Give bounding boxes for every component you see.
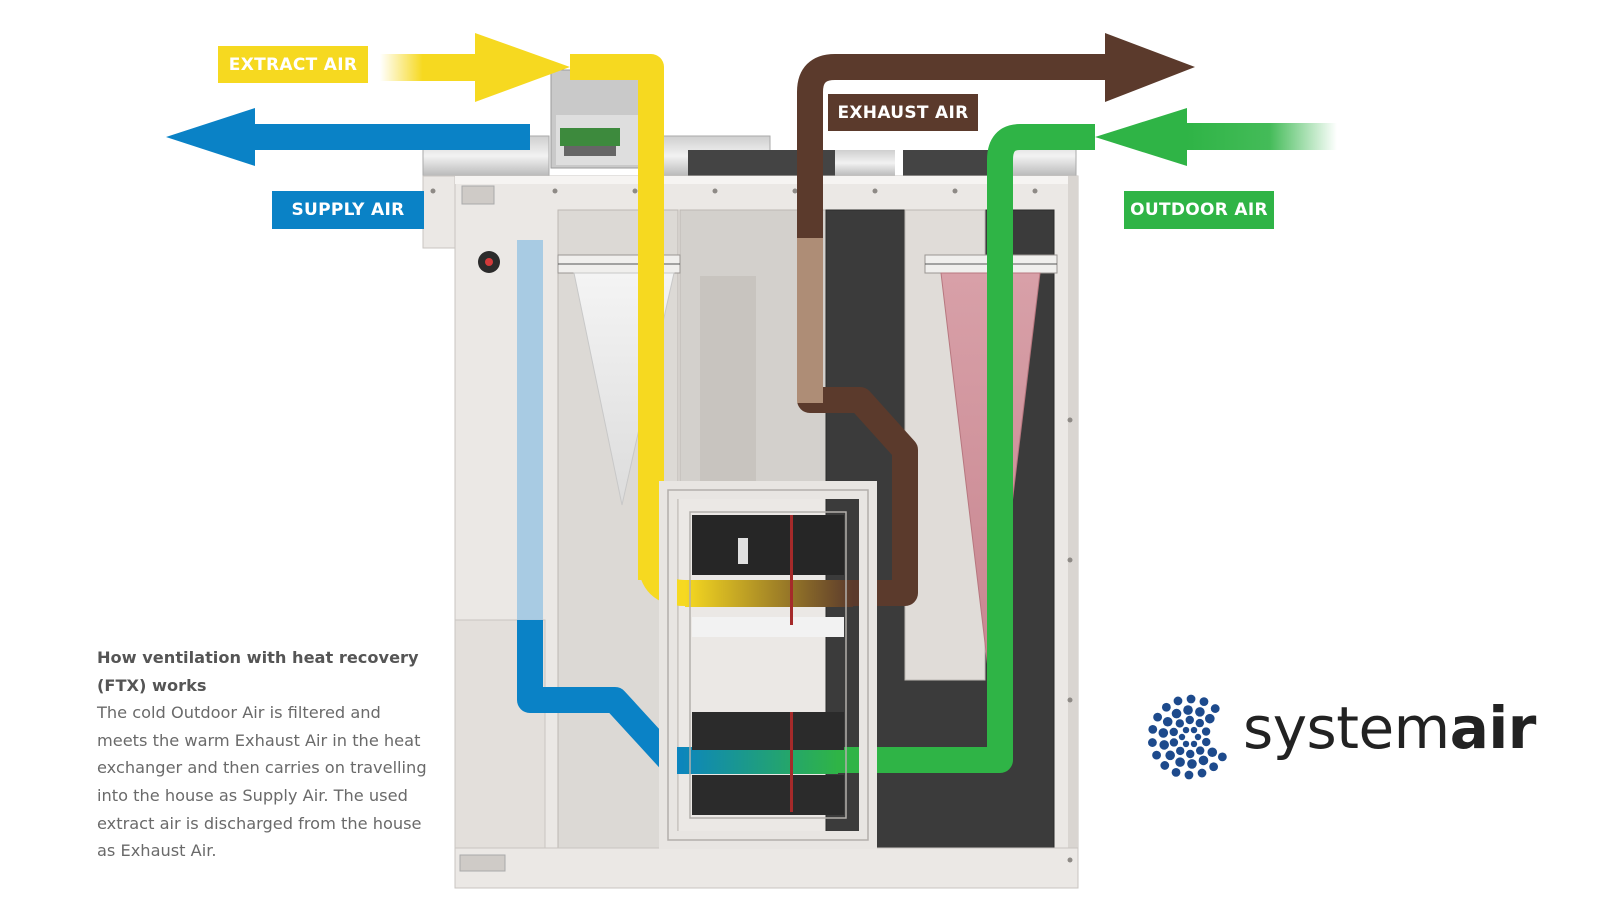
logo-dot bbox=[1148, 724, 1158, 734]
logo-dot bbox=[1176, 746, 1185, 756]
logo-dot bbox=[1195, 746, 1205, 755]
logo-dot bbox=[1202, 737, 1211, 747]
brand-name-light: system bbox=[1243, 694, 1450, 762]
systemair-dots-logo bbox=[1148, 694, 1227, 780]
logo-dot bbox=[1195, 718, 1204, 728]
logo-dot bbox=[1148, 738, 1157, 747]
logo-dot bbox=[1173, 696, 1183, 706]
logo-dot bbox=[1158, 728, 1169, 738]
logo-dot bbox=[1195, 707, 1205, 717]
logo-dot bbox=[1199, 697, 1209, 707]
logo-dot bbox=[1205, 713, 1215, 724]
logo-dot bbox=[1159, 740, 1169, 750]
logo-dot bbox=[1169, 738, 1179, 747]
brand-name-bold: air bbox=[1449, 694, 1537, 762]
heat-exchanger-icon bbox=[659, 481, 877, 849]
logo-dot bbox=[1187, 759, 1197, 769]
logo-dot bbox=[1153, 712, 1163, 722]
logo-dot bbox=[1171, 708, 1182, 719]
logo-dot bbox=[1190, 726, 1198, 734]
logo-dot bbox=[1185, 715, 1194, 725]
outdoor-air-path bbox=[838, 108, 1337, 773]
logo-dot bbox=[1190, 740, 1198, 748]
logo-dot bbox=[1201, 727, 1211, 736]
outdoor-air-label: OUTDOOR AIR bbox=[1124, 191, 1274, 229]
logo-dot bbox=[1169, 727, 1178, 737]
extract-air-label: EXTRACT AIR bbox=[218, 46, 368, 83]
exhaust-air-path bbox=[797, 33, 1195, 606]
logo-dot bbox=[1165, 750, 1175, 761]
logo-dot bbox=[1161, 702, 1171, 712]
logo-dot bbox=[1171, 767, 1181, 777]
logo-dot bbox=[1175, 757, 1185, 767]
logo-dot bbox=[1178, 733, 1186, 741]
logo-dot bbox=[1210, 704, 1220, 713]
caption-body: The cold Outdoor Air is filtered and mee… bbox=[97, 703, 427, 861]
logo-dot bbox=[1183, 705, 1193, 715]
exhaust-air-label: EXHAUST AIR bbox=[828, 94, 978, 131]
systemair-logo: systemair bbox=[1140, 690, 1560, 790]
brand-wordmark: systemair bbox=[1243, 688, 1536, 768]
supply-air-path bbox=[166, 108, 838, 774]
explanation-caption: How ventilation with heat recovery (FTX)… bbox=[97, 644, 427, 865]
supply-air-label: SUPPLY AIR bbox=[272, 191, 424, 229]
logo-dot bbox=[1160, 761, 1170, 770]
logo-dot bbox=[1207, 747, 1218, 758]
logo-dot bbox=[1182, 740, 1190, 748]
logo-dot bbox=[1186, 749, 1195, 759]
logo-dot bbox=[1197, 768, 1207, 778]
logo-dot bbox=[1162, 716, 1173, 727]
logo-dot bbox=[1194, 733, 1202, 741]
logo-dot bbox=[1186, 694, 1196, 704]
logo-dot bbox=[1184, 770, 1194, 780]
logo-dot bbox=[1152, 750, 1161, 760]
logo-dot bbox=[1175, 719, 1185, 728]
logo-dot bbox=[1209, 762, 1219, 772]
indicator-light-icon bbox=[478, 251, 500, 273]
logo-dot bbox=[1182, 726, 1190, 734]
logo-dot bbox=[1217, 752, 1227, 762]
caption-title: How ventilation with heat recovery (FTX)… bbox=[97, 648, 419, 695]
logo-dot bbox=[1198, 755, 1209, 766]
